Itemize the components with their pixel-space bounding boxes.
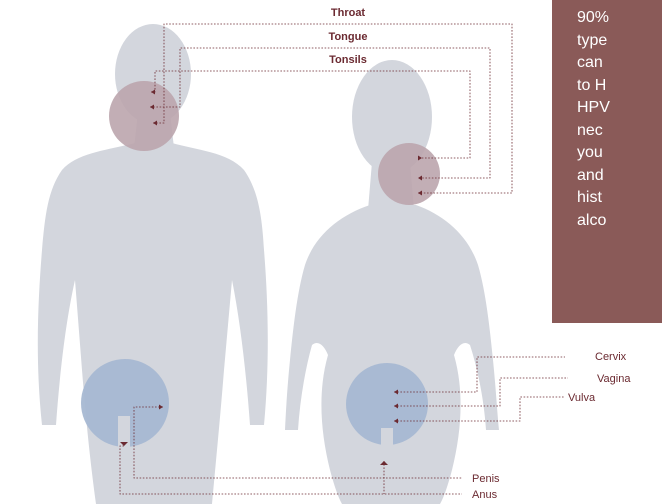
label-tongue: Tongue <box>329 31 368 43</box>
label-vagina: Vagina <box>597 373 631 385</box>
info-text: 90% type can to H HPV nec you and hist a… <box>577 7 662 232</box>
label-penis: Penis <box>472 473 500 485</box>
female-head-highlight <box>378 143 440 205</box>
label-vulva: Vulva <box>568 392 596 404</box>
female-leg-gap <box>381 428 393 454</box>
label-anus: Anus <box>472 489 498 501</box>
label-throat: Throat <box>331 7 366 19</box>
label-tonsils: Tonsils <box>329 54 367 66</box>
label-cervix: Cervix <box>595 351 627 363</box>
info-box: 90% type can to H HPV nec you and hist a… <box>552 0 662 323</box>
male-head-highlight <box>109 81 179 151</box>
